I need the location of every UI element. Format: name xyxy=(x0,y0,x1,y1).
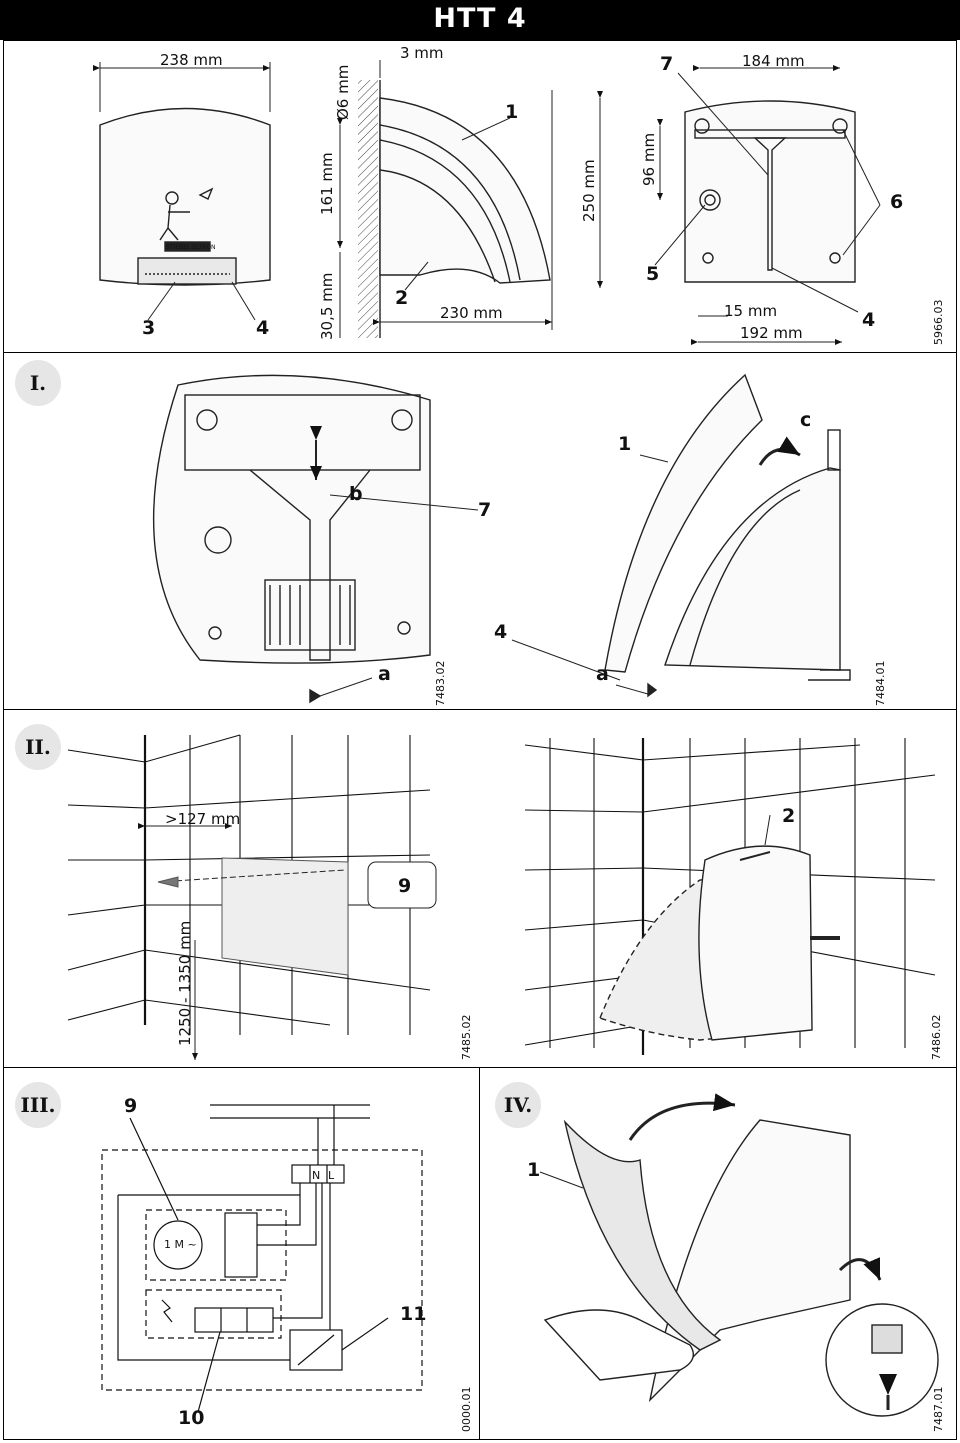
brand-label: STIEBEL ELTRON xyxy=(166,244,216,251)
callout-a-left: a xyxy=(378,663,391,685)
dim-6mm: Ø6 mm xyxy=(334,65,352,120)
callout-4b: 4 xyxy=(862,309,875,331)
callout-7-top: 7 xyxy=(660,53,673,75)
page-title: HTT 4 xyxy=(433,3,527,34)
callout-10: 10 xyxy=(178,1407,204,1429)
callout-5: 5 xyxy=(646,263,659,285)
callout-1-IV: 1 xyxy=(527,1159,540,1181)
callout-2-II: 2 xyxy=(782,805,795,827)
dim-184: 184 mm xyxy=(742,52,805,70)
dim-15: 15 mm xyxy=(724,302,777,320)
dim-250: 250 mm xyxy=(580,159,598,222)
callout-9-II: 9 xyxy=(398,875,411,897)
code-7485: 7485.02 xyxy=(460,1015,473,1061)
dim-96: 96 mm xyxy=(640,133,658,186)
dim-3mm: 3 mm xyxy=(400,44,444,62)
callout-11: 11 xyxy=(400,1303,426,1325)
dim-161: 161 mm xyxy=(318,152,336,215)
roman-II: II. xyxy=(15,724,61,770)
callout-9-III: 9 xyxy=(124,1095,137,1117)
title-bar: HTT 4 xyxy=(0,0,960,40)
open-unit-side xyxy=(511,373,851,698)
callout-c: c xyxy=(800,409,811,431)
dim-230: 230 mm xyxy=(440,304,503,322)
mounted-unit xyxy=(599,814,840,1041)
template-sheet xyxy=(138,823,437,1060)
code-7486: 7486.02 xyxy=(930,1015,943,1061)
motor-label: 1 M ~ xyxy=(164,1238,197,1251)
callout-3: 3 xyxy=(142,317,155,339)
code-7487: 7487.01 xyxy=(932,1387,945,1433)
cover-removal xyxy=(539,1093,939,1417)
code-0000: 0000.01 xyxy=(460,1387,473,1433)
dim-30-5: 30,5 mm xyxy=(318,273,336,340)
terminal-L: L xyxy=(328,1169,335,1182)
dim-127: >127 mm xyxy=(165,810,240,828)
roman-IV: IV. xyxy=(495,1082,541,1128)
callout-7-I: 7 xyxy=(478,499,491,521)
callout-4a: 4 xyxy=(256,317,269,339)
callout-1-top: 1 xyxy=(505,101,518,123)
callout-4-I: 4 xyxy=(494,621,507,643)
roman-I: I. xyxy=(15,360,61,406)
wiring-diagram xyxy=(101,1104,423,1413)
panel-IV xyxy=(479,1067,957,1440)
dim-192: 192 mm xyxy=(740,324,803,342)
dim-238: 238 mm xyxy=(160,51,223,69)
code-7484: 7484.01 xyxy=(874,661,887,707)
code-top: 5966.03 xyxy=(932,300,945,346)
callout-b: b xyxy=(349,483,363,505)
callout-a-right: a xyxy=(596,663,609,685)
open-unit-front xyxy=(153,374,479,704)
callout-6: 6 xyxy=(890,191,903,213)
terminal-N: N xyxy=(312,1169,320,1182)
callout-2-top: 2 xyxy=(395,287,408,309)
roman-III: III. xyxy=(15,1082,61,1128)
dim-1250-1350: 1250 - 1350 mm xyxy=(176,921,194,1046)
code-7483: 7483.02 xyxy=(434,661,447,707)
front-view xyxy=(93,62,271,321)
side-view xyxy=(337,60,603,338)
callout-1-I: 1 xyxy=(618,433,631,455)
rear-view xyxy=(654,65,881,345)
